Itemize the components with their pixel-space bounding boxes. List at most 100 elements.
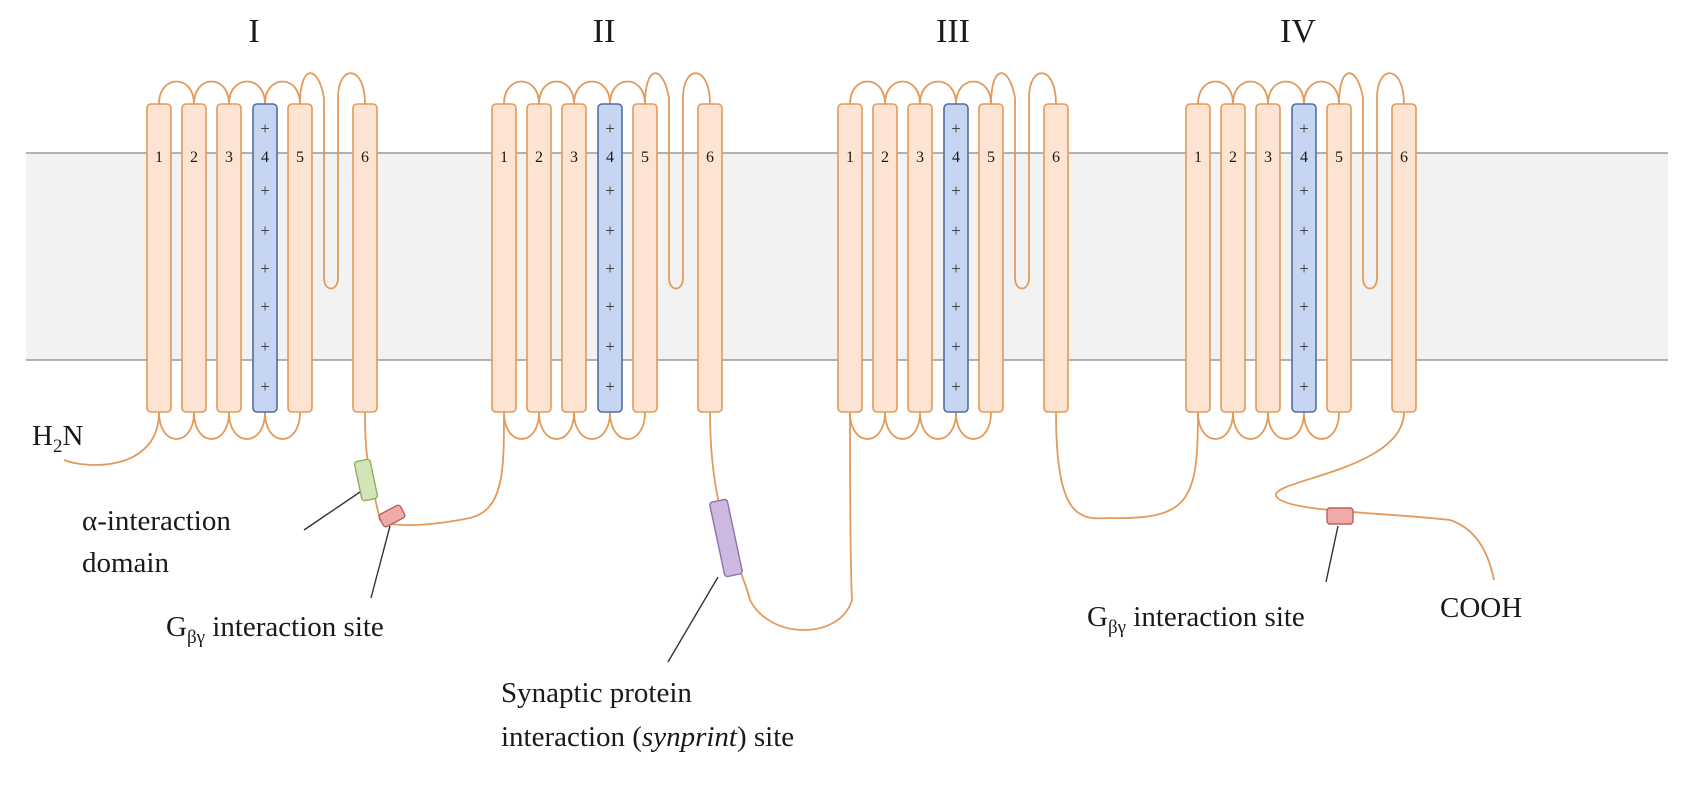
segment-s4	[943, 103, 969, 413]
s4-charge-plus: +	[260, 297, 270, 316]
extracellular-loop	[1232, 80, 1269, 105]
segment-number: 5	[296, 149, 304, 166]
domain-label-III: III	[936, 13, 970, 50]
segment-number: 6	[706, 149, 714, 166]
segment-s1	[491, 103, 517, 413]
segment-number: 4	[1300, 149, 1308, 166]
segment-s6	[1043, 103, 1069, 413]
gbg-right-label: Gβγ interaction site	[1087, 601, 1305, 638]
s4-charge-plus: +	[605, 377, 615, 396]
domain-label-I: I	[248, 13, 259, 50]
synprint-site-marker	[709, 498, 743, 578]
intracellular-loop	[849, 411, 886, 440]
segment-s1	[1185, 103, 1211, 413]
segment-s1	[837, 103, 863, 413]
s4-charge-plus: +	[951, 297, 961, 316]
backbone-linker	[63, 411, 160, 466]
segment-number: 1	[155, 149, 163, 166]
segment-number: 3	[1264, 149, 1272, 166]
extracellular-loop	[503, 80, 540, 105]
gbg-left-label: Gβγ interaction site	[166, 611, 384, 648]
segment-s4	[252, 103, 278, 413]
intracellular-loop	[538, 411, 575, 440]
extracellular-loop	[1267, 80, 1305, 105]
intracellular-loop	[1197, 411, 1234, 440]
extracellular-loop	[193, 80, 230, 105]
segment-s5	[1326, 103, 1352, 413]
segment-s2	[872, 103, 898, 413]
extracellular-loop	[538, 80, 575, 105]
pore-loop	[299, 72, 366, 290]
domain-label-II: II	[593, 13, 616, 50]
s4-charge-plus: +	[605, 297, 615, 316]
gbg-left-leader-line	[370, 525, 391, 599]
s4-charge-plus: +	[951, 259, 961, 278]
segment-s5	[978, 103, 1004, 413]
segment-s2	[1220, 103, 1246, 413]
extracellular-loop	[1197, 80, 1234, 105]
gbg-right-leader-line	[1325, 525, 1339, 583]
intracellular-loop	[609, 411, 646, 440]
c-terminus-label: COOH	[1440, 592, 1522, 624]
s4-charge-plus: +	[605, 337, 615, 356]
intracellular-loop	[884, 411, 921, 440]
synprint-leader-line	[667, 576, 719, 663]
segment-number: 2	[1229, 149, 1237, 166]
segment-number: 1	[500, 149, 508, 166]
s4-charge-plus: +	[260, 181, 270, 200]
segment-number: 6	[1400, 149, 1408, 166]
domain-label-IV: IV	[1280, 13, 1316, 50]
segment-number: 3	[225, 149, 233, 166]
extracellular-loop	[228, 80, 266, 105]
s4-charge-plus: +	[260, 337, 270, 356]
segment-number: 3	[570, 149, 578, 166]
s4-charge-plus: +	[951, 119, 961, 138]
segment-s6	[352, 103, 378, 413]
intracellular-loop	[193, 411, 230, 440]
segment-s3	[561, 103, 587, 413]
segment-number: 5	[987, 149, 995, 166]
s4-charge-plus: +	[260, 221, 270, 240]
segment-s5	[287, 103, 313, 413]
backbone-linker	[1055, 411, 1199, 520]
intracellular-loop	[228, 411, 266, 440]
extracellular-loop	[884, 80, 921, 105]
pore-loop	[990, 72, 1057, 290]
segment-s2	[526, 103, 552, 413]
intracellular-loop	[1267, 411, 1305, 440]
s4-charge-plus: +	[1299, 337, 1309, 356]
segment-number: 2	[881, 149, 889, 166]
aid-label-line1: α-interaction	[82, 505, 231, 537]
segment-number: 3	[916, 149, 924, 166]
pore-loop	[1338, 72, 1405, 290]
s4-charge-plus: +	[951, 181, 961, 200]
s4-charge-plus: +	[1299, 221, 1309, 240]
segment-number: 2	[190, 149, 198, 166]
extracellular-loop	[849, 80, 886, 105]
s4-charge-plus: +	[605, 259, 615, 278]
segment-number: 5	[641, 149, 649, 166]
segment-s6	[697, 103, 723, 413]
backbone-linker	[364, 411, 505, 526]
segment-s3	[907, 103, 933, 413]
backbone-linker	[1275, 411, 1495, 581]
synprint-label-line2: interaction (synprint) site	[501, 721, 794, 753]
segment-number: 6	[1052, 149, 1060, 166]
intracellular-linkers	[63, 411, 1495, 631]
segment-number: 5	[1335, 149, 1343, 166]
pore-loop	[644, 72, 711, 290]
s4-charge-plus: +	[605, 221, 615, 240]
segment-number: 1	[846, 149, 854, 166]
intracellular-loop	[503, 411, 540, 440]
s4-charge-plus: +	[951, 337, 961, 356]
intracellular-loop	[955, 411, 992, 440]
segment-number: 6	[361, 149, 369, 166]
s4-charge-plus: +	[1299, 377, 1309, 396]
gbg-site-left-marker	[378, 504, 406, 528]
intracellular-loop	[919, 411, 957, 440]
s4-charge-plus: +	[1299, 259, 1309, 278]
intracellular-loop	[573, 411, 611, 440]
segment-s1	[146, 103, 172, 413]
